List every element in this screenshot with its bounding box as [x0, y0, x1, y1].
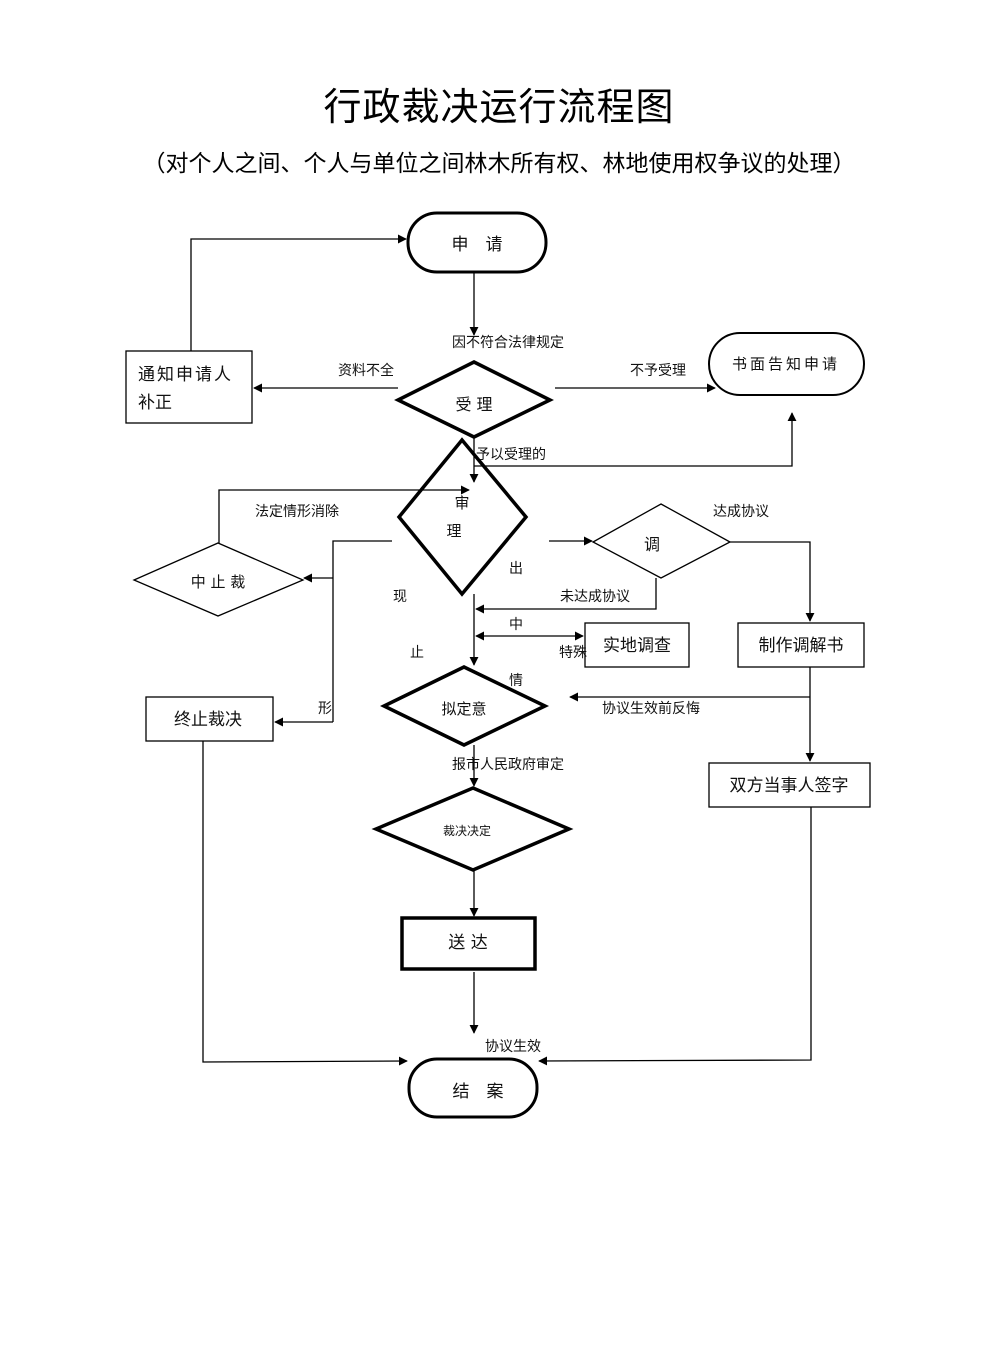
label-stop: 止 [410, 645, 424, 661]
label-agreement-reached: 达成协议 [713, 504, 769, 520]
label-appear-2: 现 [393, 589, 407, 605]
label-shape: 形 [318, 701, 332, 717]
node-terminate [145, 696, 274, 742]
node-ruling-decision [371, 786, 574, 872]
label-legal-cause-removed: 法定情形消除 [255, 504, 339, 520]
label-regret-before-effect: 协议生效前反悔 [602, 700, 700, 717]
node-draft-opinion [380, 665, 550, 747]
node-close-case [407, 1057, 539, 1119]
label-incomplete: 资料不全 [338, 362, 394, 379]
node-close-case-label: 结 案 [453, 1082, 504, 1102]
node-make-mediation-label: 制作调解书 [759, 636, 844, 656]
label-not-legal: 因不符合法律规定 [452, 335, 564, 351]
node-apply [406, 211, 548, 274]
node-make-mediation [737, 622, 865, 668]
edge-review-left-branch [332, 540, 392, 722]
edge-mediate-make-mediation [730, 541, 815, 622]
node-review-label-1: 审 [454, 494, 469, 512]
node-both-sign-label: 双方当事人签字 [730, 776, 849, 796]
node-both-sign [708, 762, 871, 808]
node-review [396, 437, 529, 597]
node-terminate-label: 终止裁决 [174, 710, 242, 730]
node-draft-opinion-label: 拟定意 [441, 700, 486, 718]
label-special: 特殊 [559, 645, 587, 661]
node-written-notice [708, 332, 865, 396]
label-agreement-not-reached: 未达成协议 [560, 589, 630, 605]
label-report-city-gov: 报市人民政府审定 [452, 756, 564, 773]
label-situation: 情 [509, 673, 523, 689]
label-appear-1: 出 [509, 561, 523, 577]
node-suspend [132, 542, 305, 617]
node-site-survey [584, 622, 690, 668]
label-agreement-effective: 协议生效 [485, 1039, 541, 1055]
node-notify-correct-label-2: 补正 [138, 393, 172, 413]
page-title: 行政裁决运行流程图 [323, 85, 675, 129]
node-accept-label: 受 理 [455, 395, 492, 414]
node-mediate-label: 调 [644, 535, 660, 554]
edge-terminate-close [202, 741, 408, 1066]
node-notify-correct-label-1: 通知申请人 [138, 365, 233, 385]
page-subtitle: （对个人之间、个人与单位之间林木所有权、林地使用权争议的处理） [142, 151, 856, 177]
edge-review-written-notice [474, 412, 797, 467]
edge-both-sign-close [538, 807, 812, 1066]
edge-suspend-review [218, 485, 470, 543]
node-deliver-label: 送 达 [448, 933, 487, 953]
edge-notify-apply [190, 234, 407, 351]
node-ruling-decision-label: 裁决决定 [443, 823, 491, 838]
label-accepted: 予以受理的 [476, 447, 546, 463]
node-site-survey-label: 实地调查 [603, 636, 671, 656]
label-mid: 中 [509, 617, 523, 633]
label-not-accepted: 不予受理 [630, 363, 686, 379]
node-apply-label: 申 请 [452, 235, 503, 255]
node-notify-correct [125, 350, 253, 424]
node-review-label-2: 理 [446, 522, 461, 540]
node-written-notice-label: 书面告知申请 [732, 355, 840, 373]
node-deliver [400, 916, 537, 971]
node-suspend-label: 中 止 裁 [191, 573, 246, 591]
node-mediate [591, 503, 732, 579]
edge-mediate-not-reached [475, 578, 657, 614]
